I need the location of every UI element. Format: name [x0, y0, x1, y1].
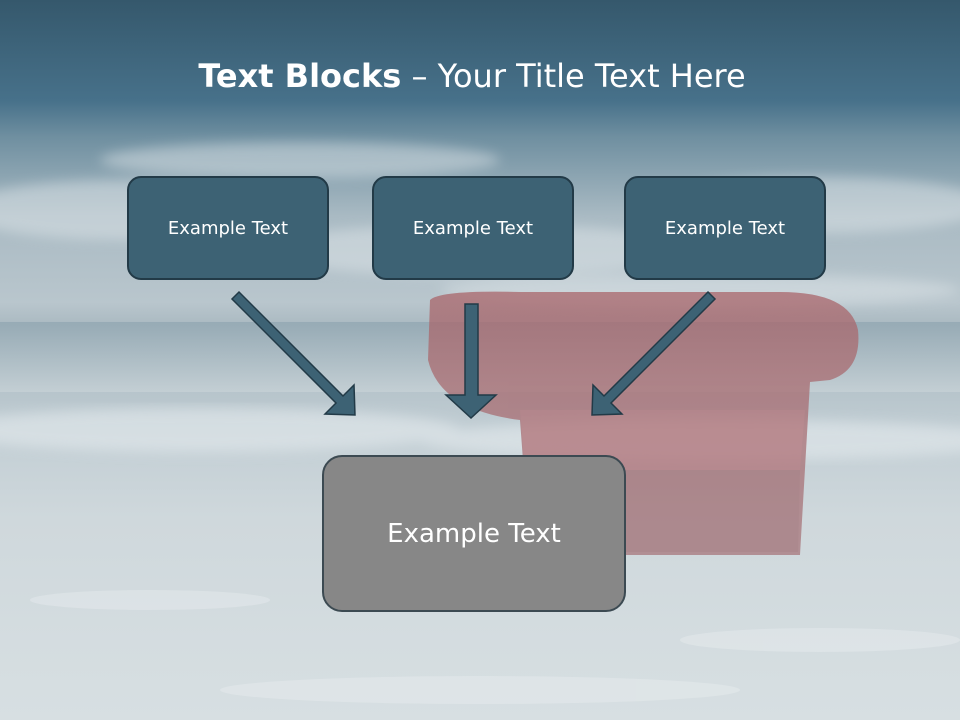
slide-title: Text Blocks – Your Title Text Here — [0, 54, 944, 98]
arrow-center-down — [444, 303, 498, 420]
text-block-2-label: Example Text — [412, 217, 534, 239]
target-text-block[interactable]: Example Text — [322, 455, 626, 612]
text-block-3[interactable]: Example Text — [624, 176, 826, 280]
text-block-3-label: Example Text — [664, 217, 786, 239]
arrow-left-diagonal — [230, 290, 356, 416]
title-bold-text: Text Blocks — [198, 57, 402, 95]
text-block-2[interactable]: Example Text — [372, 176, 574, 280]
arrow-right-diagonal — [591, 290, 717, 416]
title-dash: – — [401, 57, 438, 95]
title-rest-text: Your Title Text Here — [437, 57, 746, 95]
text-block-1-label: Example Text — [167, 217, 289, 239]
target-text-block-label: Example Text — [387, 518, 561, 549]
text-block-1[interactable]: Example Text — [127, 176, 329, 280]
